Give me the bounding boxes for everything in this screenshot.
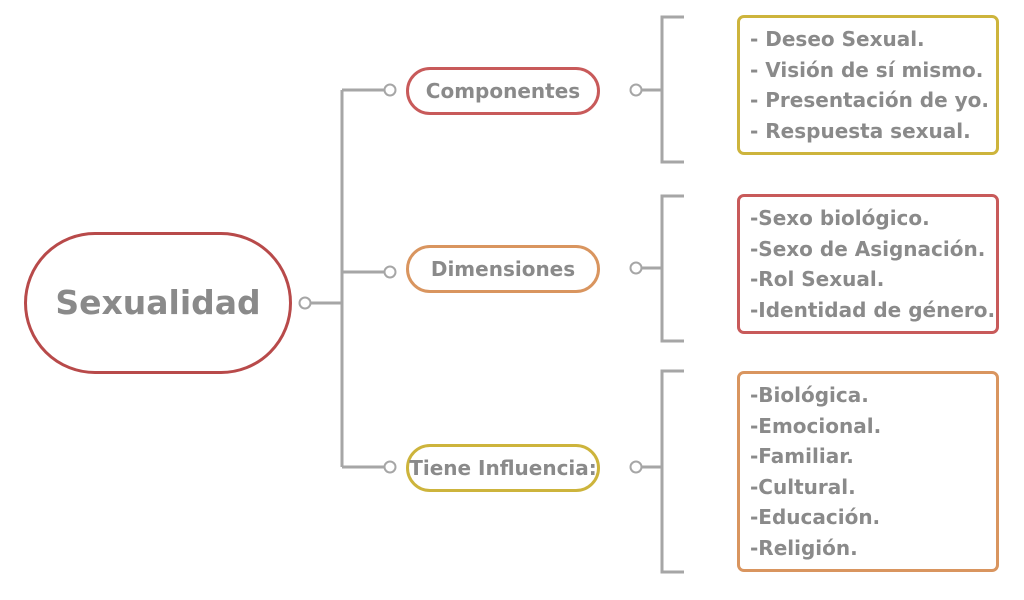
bracket-dimensiones bbox=[660, 194, 684, 343]
connector-dot-influencia-in bbox=[383, 460, 397, 474]
detail-item: - Respuesta sexual. bbox=[750, 118, 971, 143]
connector-dot-central bbox=[298, 296, 312, 310]
detail-item: -Educación. bbox=[750, 505, 881, 529]
detail-item: -Cultural. bbox=[750, 474, 856, 499]
detail-box-tiene-influencia[interactable]: -Biológica. -Emocional. -Familiar. -Cult… bbox=[737, 371, 999, 572]
detail-item: -Identidad de género. bbox=[750, 297, 996, 322]
branch-node-componentes[interactable]: Componentes bbox=[406, 67, 600, 115]
detail-box-dimensiones[interactable]: -Sexo biológico. -Sexo de Asignación. -R… bbox=[737, 194, 999, 334]
detail-item: -Rol Sexual. bbox=[750, 267, 885, 291]
detail-item: - Deseo Sexual. bbox=[750, 27, 925, 51]
bracket-componentes bbox=[660, 15, 684, 164]
central-node-sexualidad[interactable]: Sexualidad bbox=[24, 232, 292, 374]
branch-node-dimensiones[interactable]: Dimensiones bbox=[406, 245, 600, 293]
branch-label-dimensiones: Dimensiones bbox=[430, 257, 576, 281]
detail-item: -Sexo de Asignación. bbox=[750, 236, 986, 261]
branch-node-tiene-influencia[interactable]: Tiene Influencia: bbox=[406, 444, 600, 492]
connector-dot-dimensiones-in bbox=[383, 265, 397, 279]
detail-item: - Visión de sí mismo. bbox=[750, 57, 984, 82]
detail-item: -Familiar. bbox=[750, 444, 854, 468]
detail-item: -Biológica. bbox=[750, 383, 869, 407]
connector-dot-componentes-out bbox=[629, 83, 643, 97]
connector-dot-componentes-in bbox=[383, 83, 397, 97]
connector-dot-dimensiones-out bbox=[629, 261, 643, 275]
detail-item: -Emocional. bbox=[750, 413, 882, 438]
connector-dot-influencia-out bbox=[629, 460, 643, 474]
bracket-influencia bbox=[660, 369, 684, 574]
branch-label-tiene-influencia: Tiene Influencia: bbox=[409, 456, 597, 480]
central-node-label: Sexualidad bbox=[55, 283, 261, 322]
detail-item: -Sexo biológico. bbox=[750, 206, 930, 230]
branch-label-componentes: Componentes bbox=[425, 79, 581, 103]
detail-item: - Presentación de yo. bbox=[750, 88, 989, 112]
detail-box-componentes[interactable]: - Deseo Sexual. - Visión de sí mismo. - … bbox=[737, 15, 999, 155]
detail-item: -Religión. bbox=[750, 535, 858, 560]
